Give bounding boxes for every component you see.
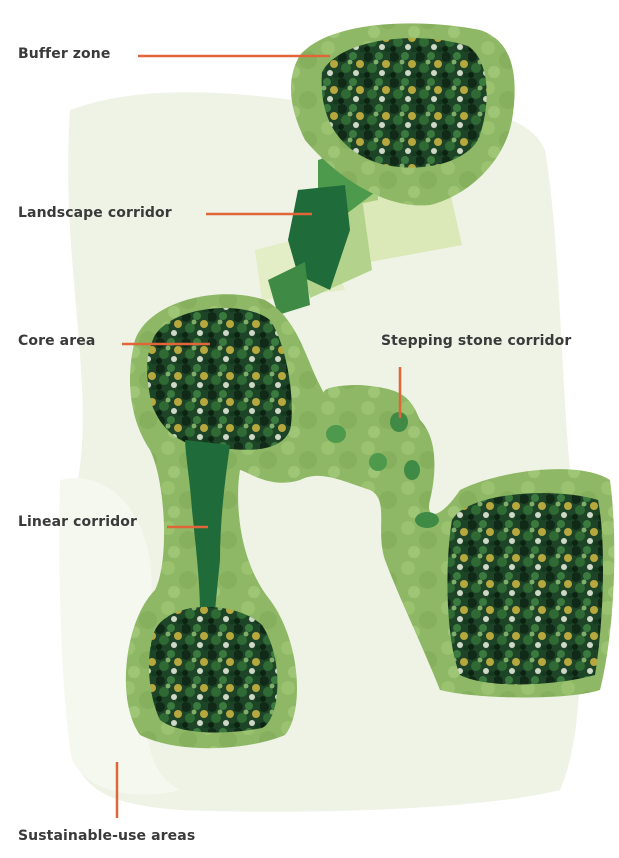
label-core-area: Core area	[18, 333, 95, 349]
core-area-right	[447, 493, 603, 684]
label-landscape-corridor: Landscape corridor	[18, 205, 172, 221]
label-buffer-zone: Buffer zone	[18, 46, 110, 62]
core-area-bottom	[149, 607, 277, 733]
label-stepping-stone-corridor: Stepping stone corridor	[381, 333, 571, 349]
label-linear-corridor: Linear corridor	[18, 514, 137, 530]
core-area-middle	[147, 308, 292, 450]
label-sustainable-use-areas: Sustainable-use areas	[18, 828, 195, 844]
